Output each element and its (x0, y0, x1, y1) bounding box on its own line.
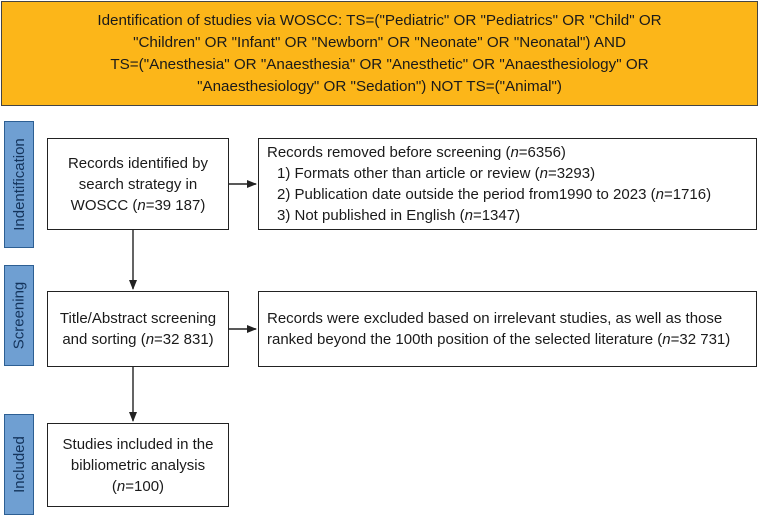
records-identified-line-3: WOSCC (n=39 187) (70, 196, 206, 214)
screening-line-2: and sorting (n=32 831) (62, 331, 214, 348)
included-line-3: (n=100) (111, 477, 165, 495)
records-identified-line-1: Records identified by (67, 154, 209, 172)
search-query-header: Identification of studies via WOSCC: TS=… (1, 1, 758, 106)
records-removed-box: Records removed before screening (n=6356… (258, 138, 757, 230)
records-identified-line-2: search strategy in (78, 175, 198, 193)
excluded-line-1: Records were excluded based on irrelevan… (267, 310, 723, 327)
screening-line-1: Title/Abstract screening (59, 310, 217, 327)
header-line-4: "Anaesthesiology" OR "Sedation") NOT TS=… (197, 77, 562, 95)
included-line-1: Studies included in the (62, 435, 214, 453)
stage-screening: Screening (4, 265, 34, 366)
records-identified-box: Records identified by search strategy in… (47, 138, 229, 230)
records-removed-item-2: 2) Publication date outside the period f… (277, 186, 712, 203)
records-removed-title: Records removed before screening (n=6356… (267, 144, 566, 161)
header-line-1: Identification of studies via WOSCC: TS=… (97, 11, 662, 29)
records-removed-item-3: 3) Not published in English (n=1347) (277, 207, 521, 224)
stage-identification: Indentification (4, 121, 34, 248)
studies-included-box: Studies included in the bibliometric ana… (47, 423, 229, 507)
excluded-line-2: ranked beyond the 100th position of the … (267, 331, 731, 348)
records-excluded-box: Records were excluded based on irrelevan… (258, 291, 757, 367)
header-line-3: TS=("Anesthesia" OR "Anaesthesia" OR "An… (110, 55, 649, 73)
included-line-2: bibliometric analysis (70, 456, 206, 474)
stage-included: Included (4, 414, 34, 515)
records-removed-item-1: 1) Formats other than article or review … (277, 165, 596, 182)
header-line-2: "Children" OR "Infant" OR "Newborn" OR "… (133, 33, 626, 51)
title-abstract-screening-box: Title/Abstract screening and sorting (n=… (47, 291, 229, 367)
